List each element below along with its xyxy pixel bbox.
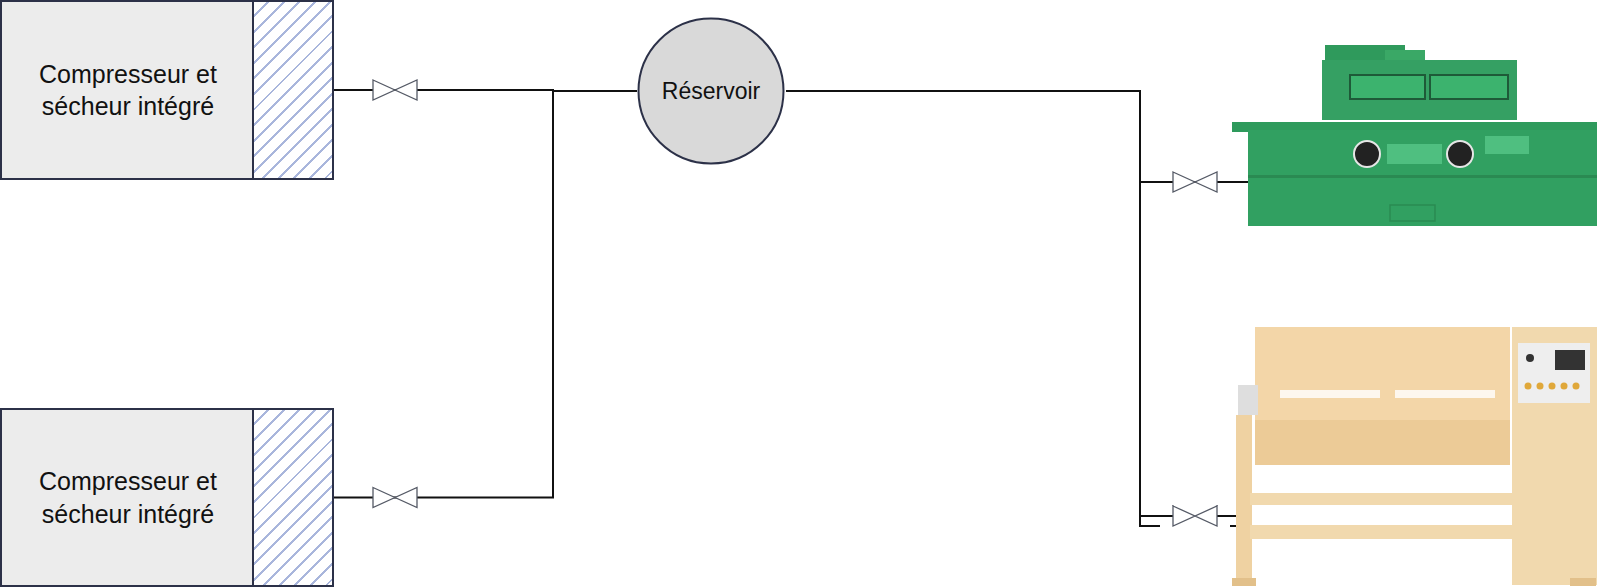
mixer-illustration	[1232, 327, 1597, 586]
tank-circle: Réservoir	[637, 17, 785, 165]
hatched-panel	[252, 2, 332, 178]
equipment-box: Compresseur et sécheur intégré	[0, 408, 334, 587]
tank-label: Réservoir	[662, 78, 760, 105]
supply-line	[786, 91, 1248, 526]
box-label: Compresseur et sécheur intégré	[2, 410, 254, 585]
valve-symbol	[373, 80, 417, 100]
equipment-box: Compresseur et sécheur intégré	[0, 0, 334, 180]
valve-symbol	[373, 488, 417, 508]
box-label: Compresseur et sécheur intégré	[2, 2, 254, 178]
pipe-connector	[334, 91, 637, 498]
hatched-panel	[252, 410, 332, 585]
valve-symbol	[1140, 506, 1240, 528]
machine-illustration	[1232, 45, 1597, 226]
